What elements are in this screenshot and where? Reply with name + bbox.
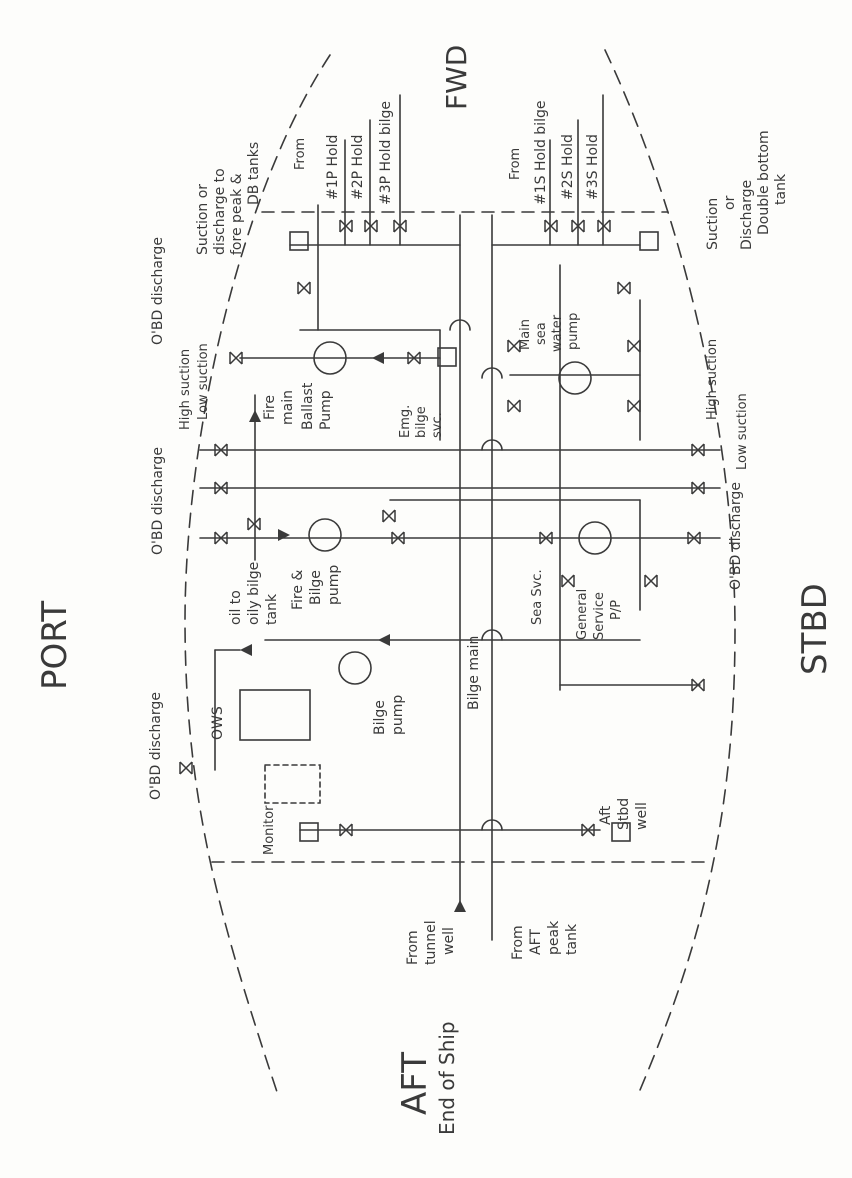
bilge-pump-l2: pump	[390, 694, 406, 735]
hold-1p-label: #1P Hold	[325, 134, 341, 200]
fire-bilge-l2: Bilge	[308, 570, 324, 605]
emg-l1: Emg.	[398, 404, 413, 438]
oil-l3: tank	[264, 593, 280, 625]
aftpeak-l1: From	[510, 925, 526, 960]
aftpeak-l2: AFT	[528, 929, 544, 955]
hold-1s-label: #1S Hold bilge	[533, 100, 549, 205]
gs-pump	[578, 521, 612, 555]
aftpeak-l4: tank	[564, 923, 580, 955]
obd-stbd-label: O'BD discharge	[728, 482, 744, 590]
obd-port-mid-label: O'BD discharge	[150, 447, 166, 555]
msw-l1: Main	[518, 318, 533, 350]
aft-well-l2: Stbd	[616, 797, 632, 830]
monitor-label: Monitor	[262, 805, 277, 855]
gs-l3: P/P	[609, 599, 624, 620]
monitor-unit	[264, 764, 321, 804]
aft-label: AFT	[395, 1052, 435, 1115]
suction-port-l2: discharge to	[212, 168, 228, 255]
hull-stbd-side	[604, 49, 736, 1091]
obd-port-top-label: O'BD discharge	[150, 237, 166, 345]
aftpeak-l3: peak	[546, 920, 562, 955]
oil-l1: oil to	[228, 590, 244, 625]
ballast-pump	[313, 341, 347, 375]
suction-stbd-l2: or	[722, 195, 738, 210]
suction-port-l3: fore peak &	[229, 173, 245, 255]
fire-bilge-l3: pump	[326, 564, 342, 605]
hold-3s-label: #3S Hold	[585, 134, 601, 200]
aft-well-l1: Aft	[598, 805, 614, 825]
fire-main-l2: main	[280, 390, 296, 425]
bilge-pump-l1: Bilge	[372, 700, 388, 735]
gs-l2: Service	[592, 591, 607, 640]
suction-stbd-l4: Double bottom	[756, 130, 772, 235]
high-suction-stbd-label: High suction	[705, 338, 720, 420]
hold-3p-label: #3P Hold bilge	[378, 100, 394, 205]
from-stbd-label: From	[508, 147, 523, 180]
low-suction-port-label: Low suction	[196, 343, 211, 420]
bilge-pump	[338, 651, 372, 685]
gs-l1: General	[575, 588, 590, 640]
tunnel-l1: From	[405, 930, 421, 965]
suction-stbd-l5: tank	[773, 173, 789, 205]
suction-port-l4: DB tanks	[246, 141, 262, 205]
emg-l3: svc.	[430, 412, 445, 438]
ballast-l2: Pump	[318, 390, 334, 430]
high-suction-port-label: High suction	[178, 348, 193, 430]
oil-l2: oily bilge	[246, 561, 262, 625]
port-label: PORT	[35, 600, 75, 690]
hull-port-side	[184, 54, 331, 1096]
ows-label: OWS	[210, 706, 226, 740]
suction-port-l1: Suction or	[195, 183, 211, 255]
fire-bilge-l1: Fire &	[290, 569, 306, 610]
aft-sub-label: End of Ship	[435, 1021, 459, 1135]
aft-well-l3: well	[634, 802, 650, 830]
hold-2s-label: #2S Hold	[560, 134, 576, 200]
tunnel-l3: well	[441, 927, 457, 955]
obd-port-low-label: O'BD discharge	[148, 692, 164, 800]
suction-stbd-l3: Discharge	[739, 179, 755, 250]
fire-main-l1: Fire	[262, 395, 278, 420]
suction-stbd-l1: Suction	[705, 197, 721, 250]
tunnel-l2: tunnel	[423, 920, 439, 965]
ballast-l1: Ballast	[300, 382, 316, 430]
ows-unit	[239, 689, 311, 741]
msw-l4: pump	[566, 312, 581, 350]
msw-l2: sea	[534, 322, 549, 345]
low-suction-stbd-label: Low suction	[735, 393, 750, 470]
fire-bilge-pump	[308, 518, 342, 552]
bilge-main-label: Bilge main	[466, 635, 482, 710]
stbd-label: STBD	[795, 583, 835, 675]
from-port-label: From	[293, 137, 308, 170]
msw-l3: water	[550, 314, 565, 352]
emg-l2: bilge	[414, 406, 429, 438]
fwd-label: FWD	[440, 44, 473, 110]
msw-pump	[558, 361, 592, 395]
hold-2p-label: #2P Hold	[350, 134, 366, 200]
sea-svc-label: Sea Svc.	[530, 569, 545, 625]
